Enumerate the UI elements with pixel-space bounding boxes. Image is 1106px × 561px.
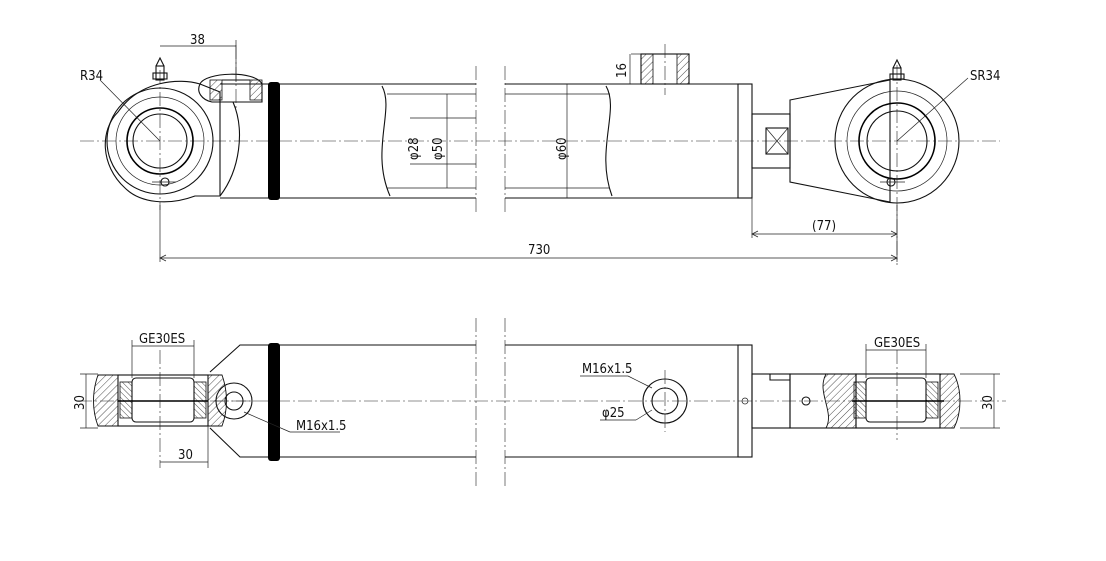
dim-left-bearing: GE30ES	[139, 332, 185, 347]
dim-bore-dia: φ50	[431, 137, 446, 160]
dim-right-bearing: GE30ES	[874, 336, 920, 351]
top-dimensions	[159, 40, 898, 262]
cylinder-tube-right	[505, 44, 753, 199]
dimension-labels: 38 R34 16 φ28 φ50 φ60 SR34 (77) 730 GE30…	[73, 33, 1000, 463]
top-view	[80, 40, 1000, 265]
dim-left-port: M16x1.5	[296, 419, 346, 434]
bottom-dimensions	[80, 340, 1000, 468]
bottom-view	[78, 318, 1006, 488]
dim-right-width: 30	[981, 395, 996, 410]
right-rod-eye-section	[751, 350, 961, 440]
left-clevis-section	[93, 343, 476, 468]
dim-port-size: 16	[615, 63, 630, 78]
dim-right-port-dia: φ25	[602, 406, 625, 421]
right-rod-eye	[751, 58, 969, 265]
dim-pin-offset: 38	[190, 33, 205, 48]
dim-right-radius: SR34	[970, 69, 1000, 84]
left-port-boss	[198, 45, 263, 197]
dim-total-len: 730	[528, 243, 550, 258]
dim-left-width: 30	[73, 395, 88, 410]
cylinder-tube-left	[220, 82, 476, 200]
dim-tube-dia: φ60	[555, 137, 570, 160]
dim-right-port: M16x1.5	[582, 362, 632, 377]
left-clevis-eye	[99, 56, 221, 210]
dim-left-base: 30	[178, 448, 193, 463]
dim-rod-eye-len: (77)	[812, 219, 836, 234]
dim-left-radius: R34	[80, 69, 103, 84]
dim-rod-dia: φ28	[407, 137, 422, 160]
